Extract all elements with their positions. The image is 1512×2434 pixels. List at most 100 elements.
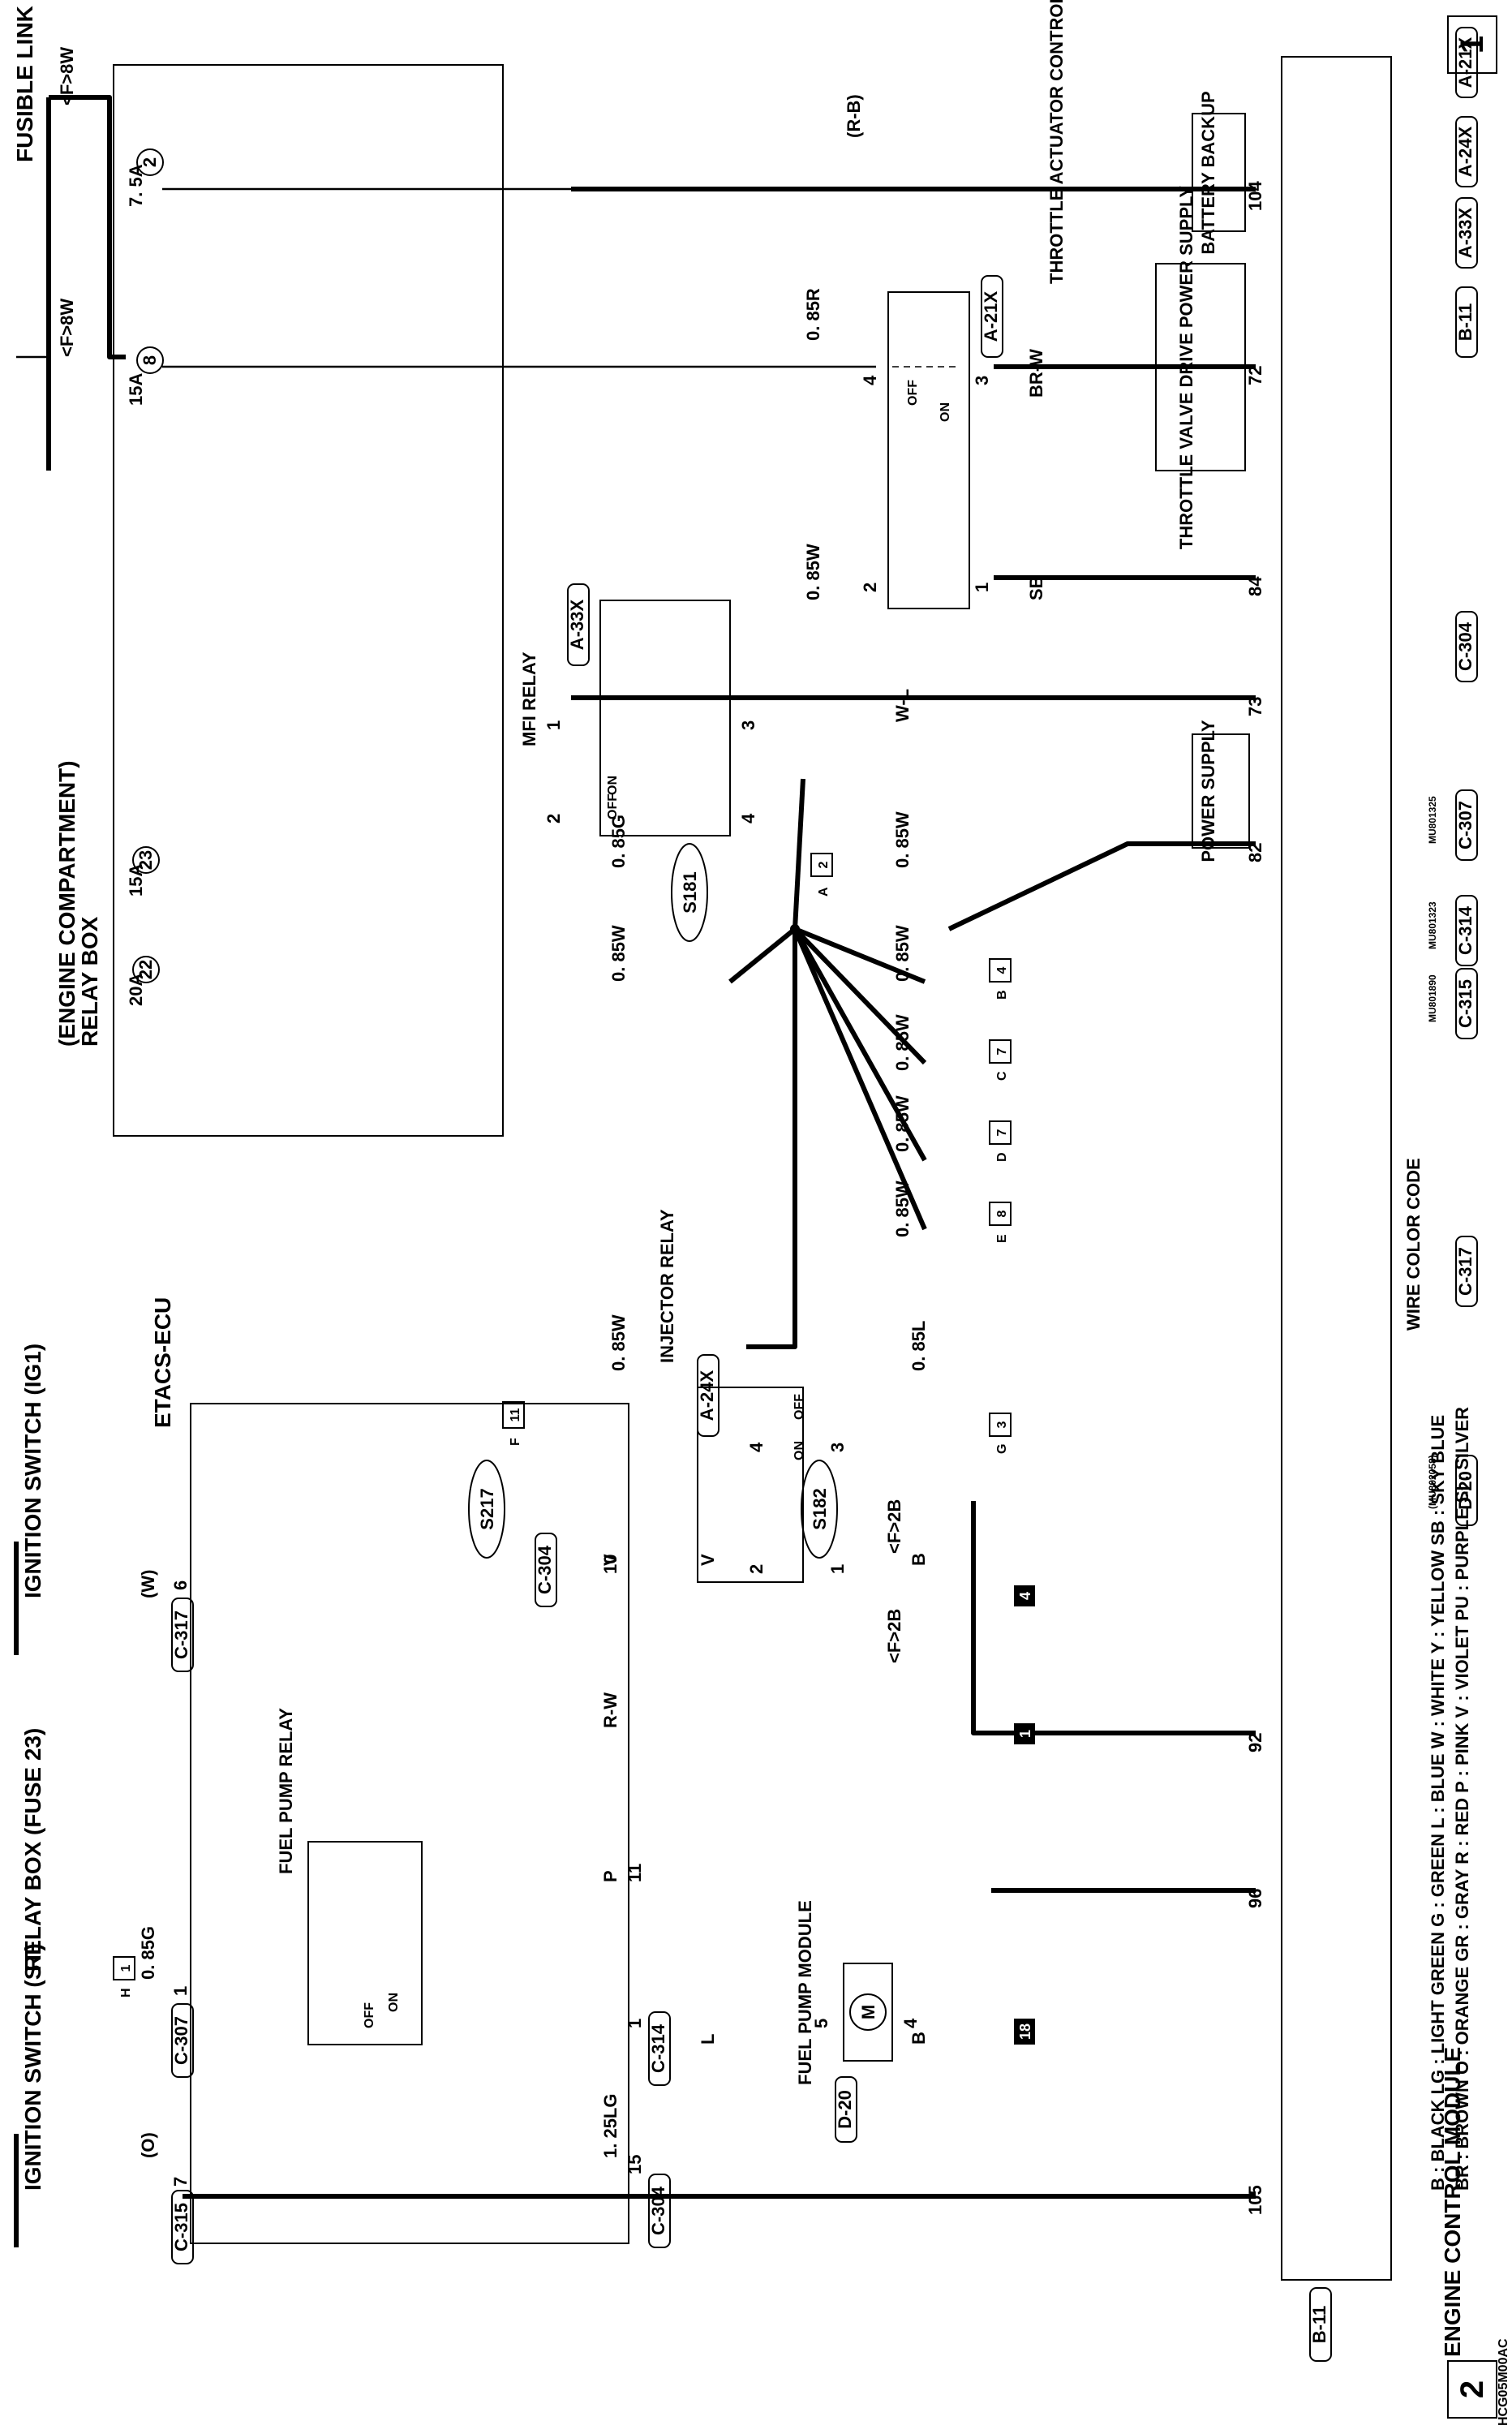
- connector-c317-label: C-317: [1455, 1247, 1475, 1296]
- offpage-h1-letter: H: [119, 1988, 133, 1998]
- mfi-relay-conn: A-33X: [567, 599, 587, 650]
- page-number-1-text: 1: [1454, 36, 1490, 54]
- fuel-pump-relay-on: ON: [387, 1993, 401, 2012]
- mfi-relay-t2: 2: [543, 814, 564, 824]
- throttle-relay-conn: A-21X: [981, 290, 1001, 342]
- throttle-relay-t4: 4: [860, 375, 880, 385]
- label-085g-a: 0. 85G: [608, 815, 629, 868]
- ign-switch-ig1-title: IGNITION SWITCH (IG1): [20, 1344, 45, 1598]
- pin-92: 92: [1245, 1733, 1265, 1752]
- pin-72: 72: [1245, 366, 1265, 385]
- fuse-22-num: 22: [135, 960, 156, 979]
- connector-c315-code: MU801890: [1427, 974, 1438, 1022]
- splice-s217-label: S217: [477, 1488, 497, 1529]
- wire-color-code-row1: B : BLACK LG : LIGHT GREEN G : GREEN L :…: [1428, 1415, 1448, 2191]
- label-sb: SB: [1026, 575, 1046, 600]
- connector-icon-c304: C-304: [1455, 611, 1478, 682]
- mfi-relay-title: MFI RELAY: [519, 652, 539, 746]
- battery-backup-label: BATTERY BACKUP: [1198, 91, 1218, 254]
- label-085w-b: 0. 85W: [892, 811, 913, 868]
- mfi-relay-t4: 4: [738, 813, 758, 824]
- relay-box-outline: [113, 64, 504, 1137]
- fuse-23: 23 15A: [126, 846, 160, 897]
- ground-4-label: 4: [1017, 1592, 1033, 1600]
- wire-color-code: WIRE COLOR CODE B : BLACK LG : LIGHT GRE…: [1403, 1158, 1472, 2191]
- offpage-c7: 7 C: [989, 1039, 1012, 1081]
- connector-c315-label: C-315: [1455, 979, 1475, 1028]
- ecm-label-group: ENGINE CONTROL MODULE B-11: [1309, 2047, 1465, 2362]
- etacs-conn-c304-b: C-304: [648, 2186, 668, 2235]
- fuel-pump-motor-icon: M: [858, 2005, 878, 2019]
- offpage-h1-num: 1: [119, 1964, 133, 1972]
- offpage-c7-num: 7: [995, 1047, 1009, 1055]
- label-p: P: [600, 1870, 621, 1882]
- ign-switch-st-title: IGNITION SWITCH (ST): [20, 1943, 45, 2191]
- pin-105: 105: [1245, 2185, 1265, 2215]
- etacs-pin-10: 10: [600, 1555, 621, 1574]
- fuse-23-amp: 15A: [126, 864, 146, 897]
- ign-switch-ig1: IGNITION SWITCH (IG1) 6 C-317: [14, 1344, 194, 1672]
- wire-92-rw: [971, 1501, 1256, 1735]
- fuse-2-num: 2: [140, 157, 160, 167]
- throttle-relay: THROTTLE ACTUATOR CONTROL MOTOR RELAY A-…: [860, 0, 1067, 609]
- page-number-2: 2: [1447, 2360, 1497, 2419]
- fusible-link: FUSIBLE LINK <F>8W <F>8W: [12, 6, 126, 471]
- label-b-fp: B: [908, 2032, 929, 2045]
- etacs-conn-c314: C-314: [648, 2023, 668, 2073]
- pin-104: 104: [1245, 181, 1265, 211]
- injector-relay-conn: A-24X: [697, 1370, 717, 1421]
- injector-relay-t4: 4: [746, 1442, 767, 1452]
- wire-color-code-row2: BR : BROWN O : ORANGE GR : GRAY R : RED …: [1452, 1407, 1472, 2191]
- page-number-1: 1: [1447, 15, 1497, 74]
- offpage-c7-letter: C: [995, 1071, 1009, 1081]
- fuel-pump-module: M FUEL PUMP MODULE D-20 5 4: [795, 1900, 921, 2143]
- fuel-pump-module-conn: D-20: [835, 2090, 855, 2129]
- label-brw: BR-W: [1026, 349, 1046, 398]
- etacs-pin-15: 15: [625, 2155, 645, 2174]
- pin-82: 82: [1245, 843, 1265, 862]
- connector-c314-code: MU801323: [1427, 901, 1438, 949]
- connector-a33x-label: A-33X: [1455, 207, 1475, 258]
- label-085w-h: 0. 85W: [608, 1314, 629, 1371]
- connector-icon-b11: B-11: [1455, 286, 1478, 358]
- offpage-a2: 2 A: [810, 853, 833, 897]
- throttle-relay-t1: 1: [972, 583, 992, 592]
- offpage-g3-letter: G: [995, 1444, 1009, 1454]
- offpage-e8-num: 8: [995, 1210, 1009, 1217]
- throttle-relay-t2: 2: [860, 583, 880, 592]
- relay-box-fuse23-title: RELAY BOX (FUSE 23): [20, 1728, 45, 1972]
- etacs-pin-11: 11: [625, 1864, 645, 1882]
- offpage-d7-letter: D: [995, 1152, 1009, 1162]
- pin-96: 96: [1245, 1889, 1265, 1908]
- fuel-pump-relay-off: OFF: [363, 2002, 376, 2028]
- connector-a24x-label: A-24X: [1455, 126, 1475, 177]
- splice-s217: S217: [468, 1460, 505, 1559]
- throttle-relay-t3: 3: [972, 376, 992, 385]
- label-b-inj: B: [908, 1553, 929, 1566]
- offpage-g3: 3 G: [989, 1413, 1012, 1454]
- connector-c304-label: C-304: [1455, 621, 1475, 671]
- connector-a21x-label: A-21X: [1455, 37, 1475, 88]
- relay-box-fuse23: RELAY BOX (FUSE 23) 1 C-307: [20, 1728, 194, 2078]
- relay-box-fuse23-pin: 1: [170, 1986, 191, 1996]
- injector-relay-on: ON: [793, 1441, 806, 1460]
- relay-box-sub: (ENGINE COMPARTMENT): [54, 760, 79, 1047]
- injector-relay-title: INJECTOR RELAY: [657, 1209, 677, 1363]
- injector-relay-t1: 1: [827, 1564, 848, 1574]
- label-l: L: [698, 2034, 718, 2045]
- ign-switch-ig1-conn: C-317: [171, 1610, 191, 1659]
- label-v-b: V: [600, 1554, 621, 1566]
- mfi-relay-t3: 3: [738, 720, 758, 730]
- connector-icon-c315: C-315 MU801890: [1427, 968, 1478, 1039]
- connector-c307-label: C-307: [1455, 801, 1475, 849]
- label-rb: (R-B): [844, 94, 864, 138]
- offpage-d7: 7 D: [989, 1120, 1012, 1162]
- ground-4: 4: [1014, 1585, 1035, 1606]
- ground-18: 18: [1014, 2019, 1035, 2045]
- label-125lg: 1. 25LG: [600, 2094, 621, 2158]
- pin-73: 73: [1245, 697, 1265, 716]
- throttle-relay-on: ON: [939, 402, 952, 422]
- offpage-b4-num: 4: [995, 966, 1009, 974]
- label-o-paren: (O): [138, 2132, 158, 2158]
- label-085w-d: 0. 85W: [608, 925, 629, 982]
